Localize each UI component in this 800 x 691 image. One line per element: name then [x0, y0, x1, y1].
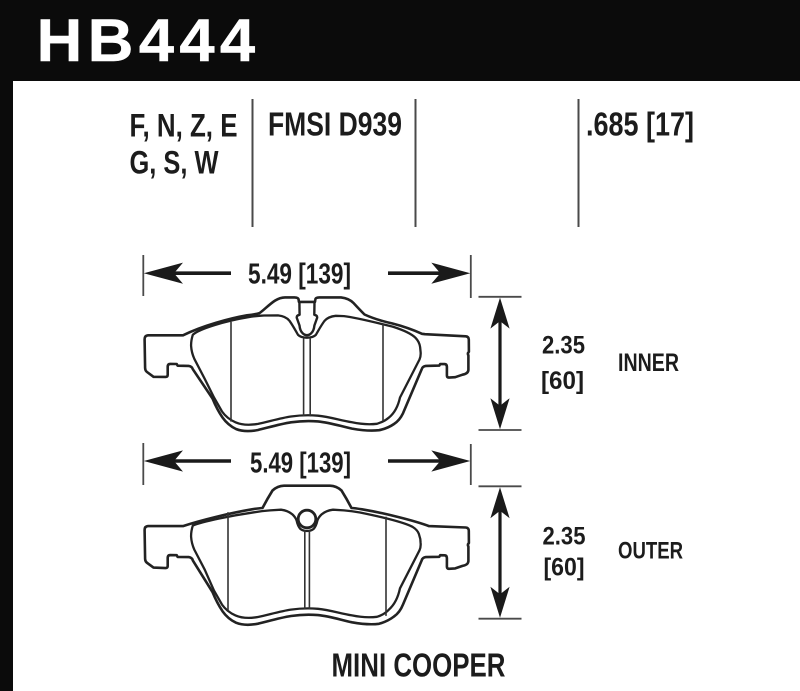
svg-text:2.35: 2.35 [543, 523, 586, 551]
svg-text:INNER: INNER [618, 349, 679, 377]
svg-text:MINI COOPER: MINI COOPER [332, 647, 506, 684]
svg-text:OUTER: OUTER [618, 538, 683, 565]
svg-text:[60]: [60] [544, 554, 585, 582]
svg-text:FMSI D939: FMSI D939 [268, 106, 402, 143]
svg-text:F, N, Z, E: F, N, Z, E [130, 108, 238, 144]
svg-text:HB444: HB444 [37, 7, 261, 74]
svg-text:5.49 [139]: 5.49 [139] [248, 259, 351, 291]
svg-text:.685 [17]: .685 [17] [586, 106, 694, 143]
svg-text:5.49 [139]: 5.49 [139] [250, 448, 351, 480]
svg-text:G, S, W: G, S, W [130, 145, 220, 181]
svg-text:2.35: 2.35 [542, 332, 585, 360]
svg-text:[60]: [60] [541, 367, 584, 395]
